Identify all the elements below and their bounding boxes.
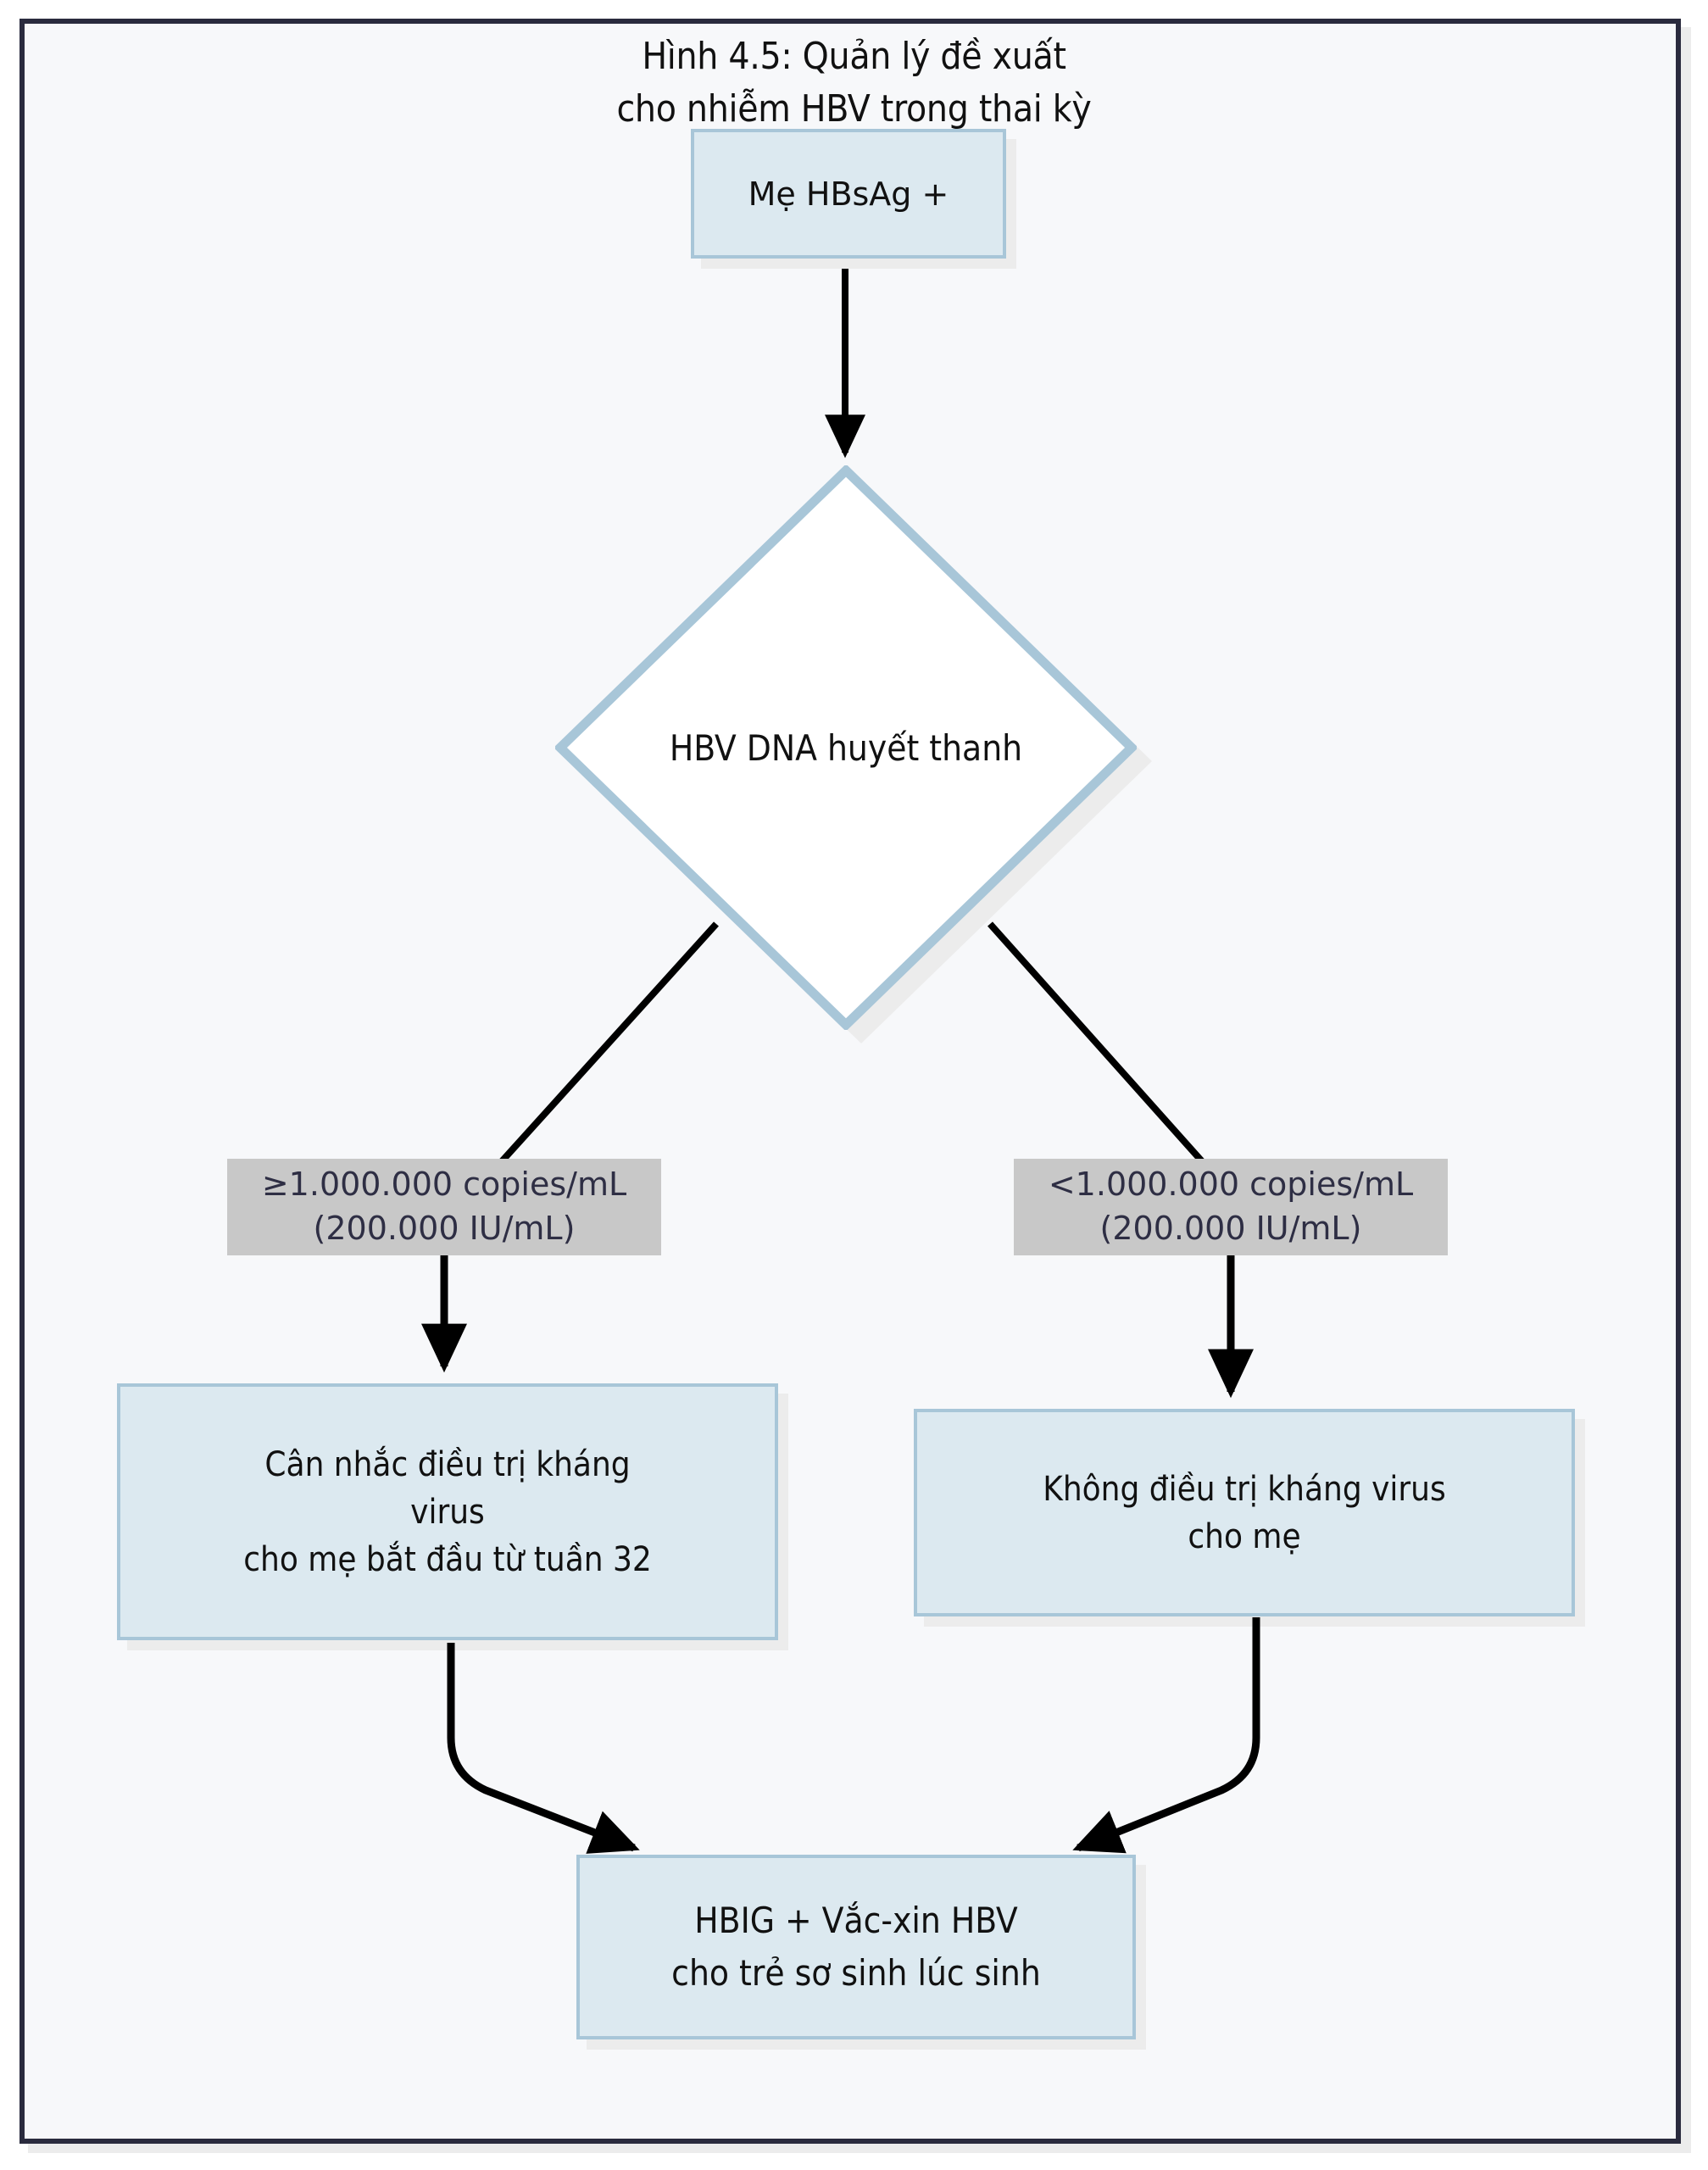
treatment-node-consider-antiviral[interactable]: Cân nhắc điều trị kháng virus cho mẹ bắt… [117,1383,778,1640]
start-node-me-hbsag-positive[interactable]: Mẹ HBsAg + [691,129,1006,259]
edge-left-node-to-outcome [447,1643,640,1854]
right-treatment-line-2: cho mẹ [1188,1516,1301,1556]
decision-node-label: HBV DNA huyết thanh [669,726,1023,769]
figure-title-line-1: Hình 4.5: Quản lý đề xuất [642,35,1066,78]
start-node-line-1: Mẹ HBsAg + [748,175,949,213]
outcome-line-2: cho trẻ sơ sinh lúc sinh [671,1952,1041,1994]
figure-title: Hình 4.5: Quản lý đề xuất cho nhiễm HBV … [0,31,1708,136]
outcome-node-hbig-plus-vaccine[interactable]: HBIG + Vắc-xin HBV cho trẻ sơ sinh lúc s… [576,1855,1136,2039]
figure-frame [19,19,1681,2144]
treatment-node-no-antiviral[interactable]: Không điều trị kháng virus cho mẹ [914,1409,1575,1616]
left-treatment-line-2: virus [410,1492,485,1532]
figure-title-line-2: cho nhiễm HBV trong thai kỳ [616,87,1092,131]
edge-right-node-to-outcome [1072,1617,1260,1854]
outcome-node-text: HBIG + Vắc-xin HBV cho trẻ sơ sinh lúc s… [580,1895,1132,2000]
right-treatment-line-1: Không điều trị kháng virus [1043,1469,1446,1509]
start-node-text: Mẹ HBsAg + [694,174,1003,214]
decision-diamond-shape [555,465,1137,1030]
left-treatment-line-3: cho mẹ bắt đầu từ tuần 32 [243,1539,652,1579]
left-treatment-line-1: Cân nhắc điều trị kháng [264,1444,631,1484]
edge-label-high-line-1: ≥1.000.000 copies/mL [261,1166,627,1203]
edge-label-low-viral-load: <1.000.000 copies/mL (200.000 IU/mL) [1014,1159,1448,1255]
left-treatment-node-text: Cân nhắc điều trị kháng virus cho mẹ bắt… [120,1441,775,1583]
outcome-line-1: HBIG + Vắc-xin HBV [694,1900,1018,1941]
decision-node-hbv-dna-serum[interactable]: HBV DNA huyết thanh [555,465,1137,1030]
edge-label-low-line-1: <1.000.000 copies/mL [1048,1166,1414,1203]
edge-label-low-line-2: (200.000 IU/mL) [1099,1210,1362,1247]
edge-label-high-line-2: (200.000 IU/mL) [313,1210,576,1247]
edge-label-high-viral-load: ≥1.000.000 copies/mL (200.000 IU/mL) [227,1159,661,1255]
right-treatment-node-text: Không điều trị kháng virus cho mẹ [917,1466,1572,1561]
